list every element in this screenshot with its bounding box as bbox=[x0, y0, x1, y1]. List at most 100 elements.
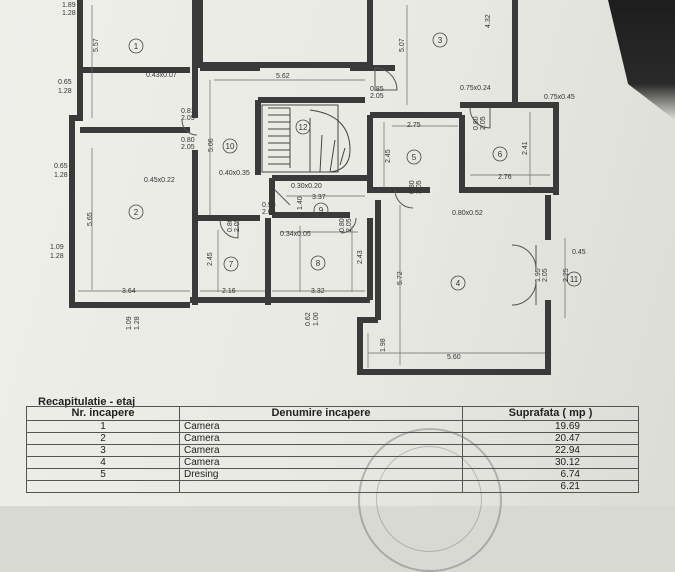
dim-label: 0.65 bbox=[54, 163, 68, 170]
dim-label: 5.06 bbox=[208, 138, 215, 152]
dim-label: 0.45x0.22 bbox=[144, 177, 175, 184]
dim-label: 2.43 bbox=[357, 250, 364, 264]
room-number-11: 11 bbox=[570, 275, 579, 284]
dim-label: 0.80 bbox=[227, 218, 234, 232]
header-denumire: Denumire incapere bbox=[179, 406, 463, 421]
cell-suprafata: 20.47 bbox=[462, 432, 639, 445]
dim-label: 0.45 bbox=[572, 249, 586, 256]
floor-plan: 1 2 3 4 5 6 7 8 9 10 11 12 1.89 1.28 5.5… bbox=[50, 0, 586, 375]
dim-label: 0.90 bbox=[262, 202, 276, 209]
room-number-markers bbox=[128, 32, 582, 291]
recap-title: Recapitulatie - etaj bbox=[38, 396, 136, 408]
header-suprafata: Suprafata ( mp ) bbox=[462, 406, 639, 421]
cell-nr: 4 bbox=[26, 456, 180, 469]
dim-label: 2.05 bbox=[234, 218, 241, 232]
table-row: 5 Dresing 6.74 bbox=[26, 468, 639, 481]
header-nr: Nr. incapere bbox=[26, 406, 180, 421]
dim-label: 5.07 bbox=[399, 38, 406, 52]
dim-label: 1.00 bbox=[313, 312, 320, 326]
dimension-lines bbox=[78, 5, 566, 368]
dim-label: 0.80 bbox=[339, 218, 346, 232]
dim-label: 2.45 bbox=[385, 149, 392, 163]
dim-label: 1.40 bbox=[297, 196, 304, 210]
table-row: 2 Camera 20.47 bbox=[26, 432, 639, 445]
dim-label: 0.80 bbox=[181, 137, 195, 144]
dim-label: 0.75x0.45 bbox=[544, 94, 575, 101]
dim-label: 2.05 bbox=[416, 180, 423, 194]
dim-label: 2.05 bbox=[542, 268, 549, 282]
dim-label: 2.41 bbox=[522, 141, 529, 155]
room-marker-11 bbox=[566, 271, 582, 287]
dim-label: 2.05 bbox=[181, 115, 195, 122]
room-number-8: 8 bbox=[316, 259, 321, 268]
dim-label: 0.43x0.07 bbox=[146, 72, 177, 79]
dim-label: 5.57 bbox=[93, 38, 100, 52]
dim-label: 2.75 bbox=[407, 122, 421, 129]
dim-label: 2.76 bbox=[498, 174, 512, 181]
dim-label: 2.05 bbox=[346, 218, 353, 232]
dim-label: 0.80x0.52 bbox=[452, 210, 483, 217]
room-number-7: 7 bbox=[229, 260, 234, 269]
dim-label: 3.32 bbox=[311, 288, 325, 295]
dim-label: 2.16 bbox=[222, 288, 236, 295]
cell-suprafata: 22.94 bbox=[462, 444, 639, 457]
dimension-labels: 1.89 1.28 5.57 0.43x0.07 5.62 5.07 4.32 … bbox=[50, 2, 586, 361]
cell-nr: 2 bbox=[26, 432, 180, 445]
dim-label: 2.05 bbox=[370, 93, 384, 100]
table-row: 4 Camera 30.12 bbox=[26, 456, 639, 469]
cell-nr: 5 bbox=[26, 468, 180, 481]
dim-label: 2.45 bbox=[207, 252, 214, 266]
room-number-6: 6 bbox=[498, 150, 503, 159]
dim-label: 1.28 bbox=[62, 10, 76, 17]
room-number-10: 10 bbox=[226, 142, 235, 151]
room-marker-2 bbox=[128, 204, 144, 220]
dim-label: 0.40x0.35 bbox=[219, 170, 250, 177]
dim-label: 1.89 bbox=[62, 2, 76, 9]
official-stamp bbox=[358, 428, 502, 572]
dim-label: 0.34x0.05 bbox=[280, 231, 311, 238]
room-number-12: 12 bbox=[299, 123, 308, 132]
dim-label: 0.85 bbox=[370, 86, 384, 93]
room-number-2: 2 bbox=[134, 208, 139, 217]
room-marker-5 bbox=[406, 149, 422, 165]
dim-label: 2.05 bbox=[262, 209, 276, 216]
dim-label: 3.64 bbox=[122, 288, 136, 295]
dim-label: 5.62 bbox=[276, 73, 290, 80]
dim-label: 2.25 bbox=[563, 268, 570, 282]
dim-label: 5.65 bbox=[87, 212, 94, 226]
dim-label: 1.28 bbox=[134, 316, 141, 330]
room-marker-9 bbox=[313, 202, 329, 218]
dim-label: 1.28 bbox=[50, 253, 64, 260]
dim-label: 1.98 bbox=[380, 338, 387, 352]
room-marker-10 bbox=[222, 138, 238, 154]
cell-nr bbox=[26, 480, 180, 493]
cell-nr: 3 bbox=[26, 444, 180, 457]
room-marker-3 bbox=[432, 32, 448, 48]
dim-label: 0.80 bbox=[473, 116, 480, 130]
dim-label: 1.28 bbox=[58, 88, 72, 95]
room-marker-4 bbox=[450, 275, 466, 291]
dim-label: 5.72 bbox=[397, 271, 404, 285]
dim-label: 1.95 bbox=[535, 268, 542, 282]
floor-plan-walls bbox=[69, 0, 559, 375]
room-number-9: 9 bbox=[319, 206, 324, 215]
cell-nr: 1 bbox=[26, 420, 180, 433]
room-number-5: 5 bbox=[412, 153, 417, 162]
dim-label: 5.60 bbox=[447, 354, 461, 361]
room-marker-8 bbox=[310, 255, 326, 271]
room-marker-12 bbox=[295, 119, 311, 135]
room-marker-1 bbox=[128, 38, 144, 54]
door-swings bbox=[181, 67, 537, 306]
dim-label: 1.09 bbox=[50, 244, 64, 251]
dim-label: 1.09 bbox=[126, 316, 133, 330]
room-marker-7 bbox=[223, 256, 239, 272]
cell-suprafata: 19.69 bbox=[462, 420, 639, 433]
room-marker-6 bbox=[492, 146, 508, 162]
dim-label: 0.75x0.24 bbox=[460, 85, 491, 92]
room-number-4: 4 bbox=[456, 279, 461, 288]
table-row: 3 Camera 22.94 bbox=[26, 444, 639, 457]
dim-label: 0.80 bbox=[409, 180, 416, 194]
table-row: 6.21 bbox=[26, 480, 639, 493]
room-number-3: 3 bbox=[438, 36, 443, 45]
room-number-labels: 1 2 3 4 5 6 7 8 9 10 11 12 bbox=[134, 36, 579, 288]
